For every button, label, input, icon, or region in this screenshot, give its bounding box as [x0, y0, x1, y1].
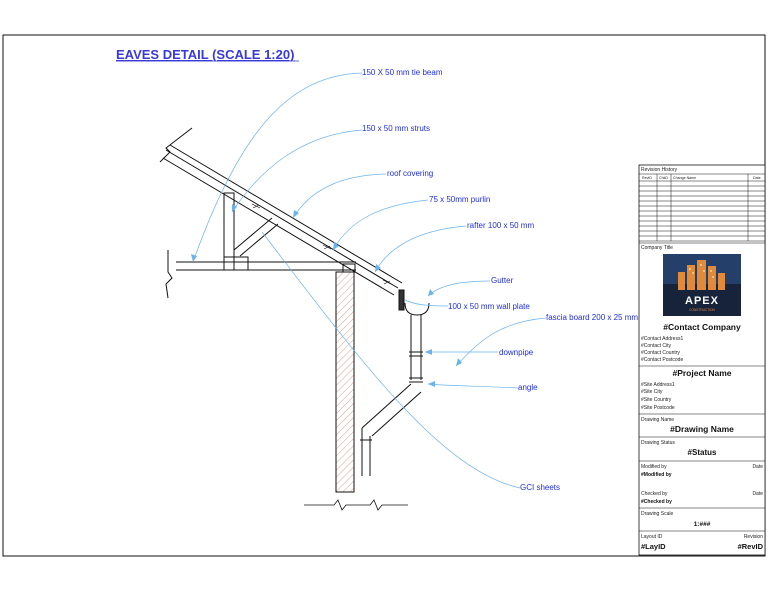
drawing-status-label: Drawing Status [641, 440, 675, 446]
label-tie-beam: 150 X 50 mm tie beam [362, 68, 443, 77]
contact-address: #Contact Address1 [641, 336, 683, 342]
logo-text: APEX [685, 295, 719, 307]
checked-date-label: Date [752, 491, 763, 497]
brick-wall [335, 271, 355, 493]
modified-by-label: Modified by [641, 464, 667, 470]
label-downpipe: downpipe [499, 348, 534, 357]
contact-company: #Contact Company [663, 322, 741, 332]
label-rafter: rafter 100 x 50 mm [467, 221, 534, 230]
checked-by: #Checked by [641, 499, 672, 505]
label-gutter: Gutter [491, 276, 514, 285]
contact-postcode: #Contact Postcode [641, 357, 683, 363]
company-title-label: Company Title [641, 245, 673, 251]
site-city: #Site City [641, 389, 663, 395]
leader-arrows [191, 204, 462, 387]
apex-logo: APEX CONSTRUCTION [663, 254, 741, 316]
label-purlin: 75 x 50mm purlin [429, 195, 490, 204]
rev-col-change: Change Name [673, 176, 696, 180]
eaves-drawing [159, 127, 430, 511]
site-country: #Site Country [641, 397, 672, 403]
drawing-title: EAVES DETAIL (SCALE 1:20) [116, 47, 294, 62]
rev-col-revid: RevID [642, 176, 652, 180]
site-address: #Site Address1 [641, 382, 675, 388]
label-gci-sheets: GCI sheets [520, 483, 560, 492]
contact-country: #Contact Country [641, 350, 680, 356]
revision-id: #RevID [738, 542, 764, 551]
rev-col-chkd: ChkD [659, 176, 668, 180]
logo-subtext: CONSTRUCTION [689, 308, 715, 312]
label-fascia-board: fascia board 200 x 25 mm [546, 313, 638, 322]
drawing-status: #Status [688, 448, 717, 457]
label-angle: angle [518, 383, 538, 392]
project-name: #Project Name [672, 368, 731, 378]
label-roof-covering: roof covering [387, 169, 433, 178]
label-struts: 150 x 50 mm struts [362, 124, 430, 133]
contact-city: #Contact City [641, 343, 672, 349]
modified-by: #Modified by [641, 472, 672, 478]
layout-id: #LayID [641, 542, 666, 551]
callout-labels: 150 X 50 mm tie beam 150 x 50 mm struts … [362, 68, 638, 492]
revision-label: Revision [744, 534, 763, 540]
modified-date-label: Date [752, 464, 763, 470]
revision-table [639, 173, 765, 242]
layout-id-label: Layout ID [641, 534, 663, 540]
checked-by-label: Checked by [641, 491, 668, 497]
revision-history-heading: Revision History [641, 167, 678, 173]
rev-col-date: Date [753, 176, 761, 180]
drawing-name-label: Drawing Name [641, 417, 674, 423]
label-wall-plate: 100 x 50 mm wall plate [448, 302, 530, 311]
site-postcode: #Site Postcode [641, 405, 675, 411]
drawing-scale-label: Drawing Scale [641, 511, 673, 517]
title-block: Revision History RevID ChkD Change Name … [638, 164, 766, 556]
drawing-name: #Drawing Name [670, 424, 734, 434]
drawing-scale: 1:### [694, 521, 711, 528]
